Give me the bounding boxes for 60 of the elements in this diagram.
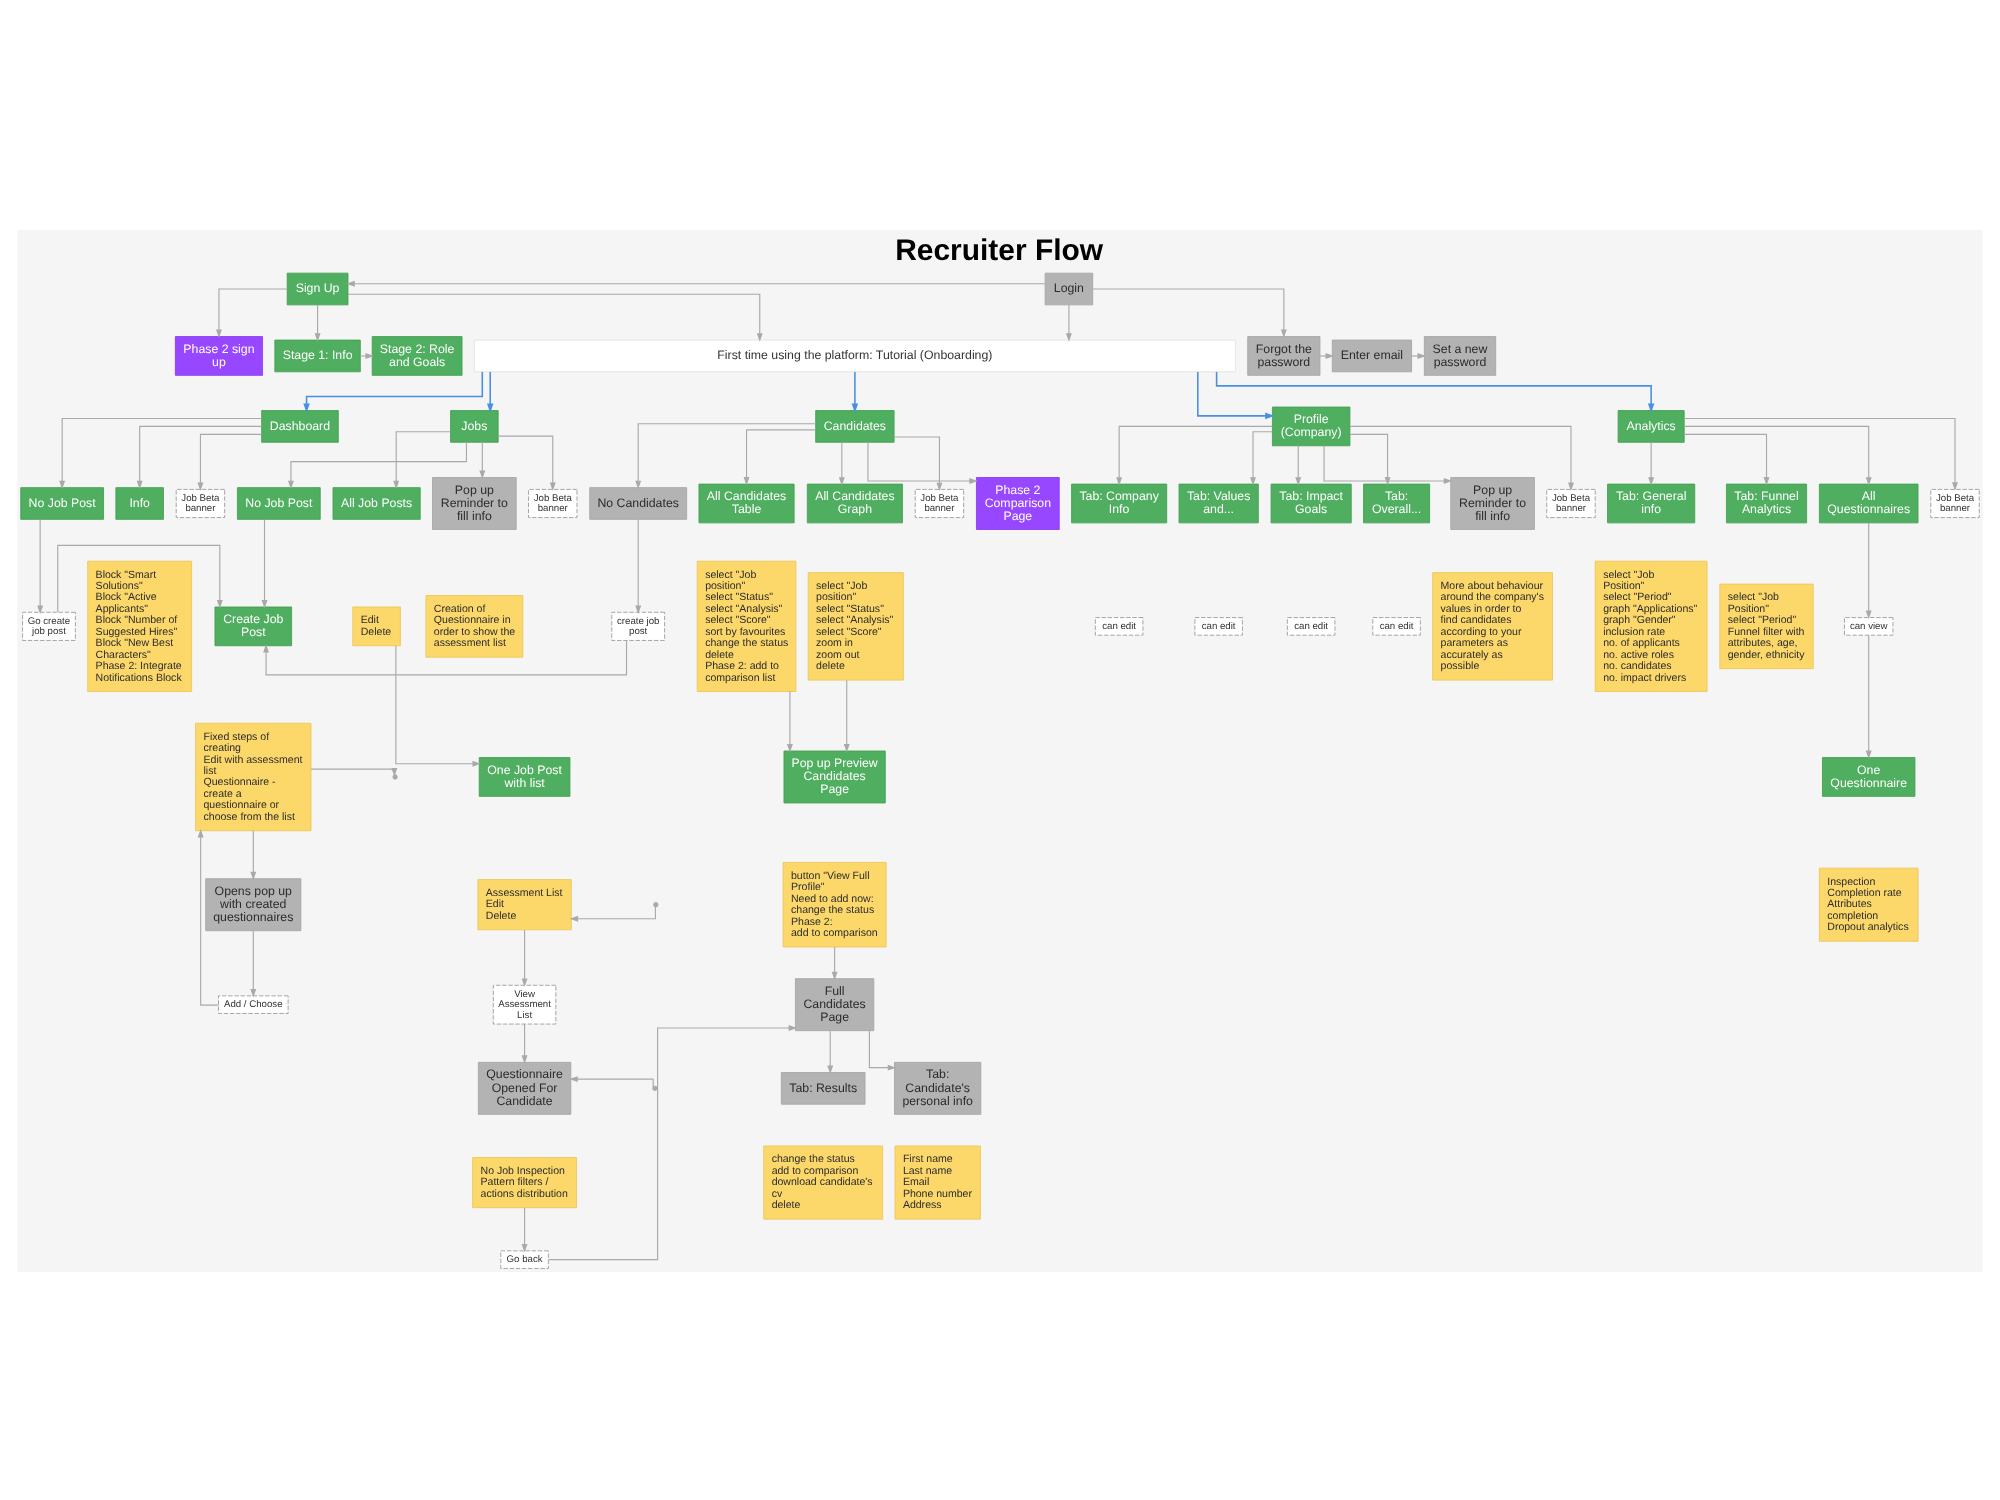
arrow [1116,424,1273,485]
arrow [393,430,452,489]
arrow [261,518,268,608]
arrow [346,279,1046,286]
arrow [867,440,978,483]
arrow [827,1029,834,1074]
arrow [1319,352,1334,358]
arrow [197,828,220,1005]
arrow [868,1029,897,1070]
arrow [1683,432,1770,485]
arrow [635,518,642,613]
arrow [215,287,288,337]
arrow [569,905,656,921]
arrow [497,434,556,490]
arrow [851,370,859,412]
arrow [521,928,528,986]
arrow [521,1206,528,1252]
arrow [1648,440,1655,485]
arrow [347,292,763,341]
arrow [314,303,321,341]
arrow [486,370,494,412]
arrow [310,767,398,776]
arrow [635,422,817,489]
arrow [303,370,484,412]
arrow [1092,287,1287,337]
arrow [831,945,838,980]
arrow [1349,424,1574,491]
arrow [1865,521,1872,619]
arrow [1197,370,1275,419]
arrow [1215,370,1655,412]
arrow [136,424,263,489]
arrow [743,428,817,485]
arrow [893,435,943,491]
arrow [1065,303,1072,341]
arrow [786,689,793,752]
arrow [521,1022,528,1063]
arrow [569,1075,654,1087]
arrow [395,644,481,766]
arrow [1250,430,1273,485]
arrow [263,639,628,675]
arrow [359,352,374,358]
arrow [287,440,468,489]
arrow [57,543,223,612]
diagram-title: Recruiter Flow [895,233,1104,268]
arrow [838,440,845,485]
arrow [479,440,486,478]
arrow [548,1024,798,1260]
arrow [1683,416,1958,490]
arrow [843,678,850,752]
arrow [250,929,257,997]
arrow [1865,633,1872,759]
arrow [1349,432,1391,485]
arrow [197,432,263,490]
arrow [1411,352,1426,358]
arrow [1295,444,1302,485]
arrow [1683,424,1872,485]
arrow [1323,444,1453,483]
arrow [250,829,257,880]
arrow [37,518,44,613]
arrow [59,416,263,489]
